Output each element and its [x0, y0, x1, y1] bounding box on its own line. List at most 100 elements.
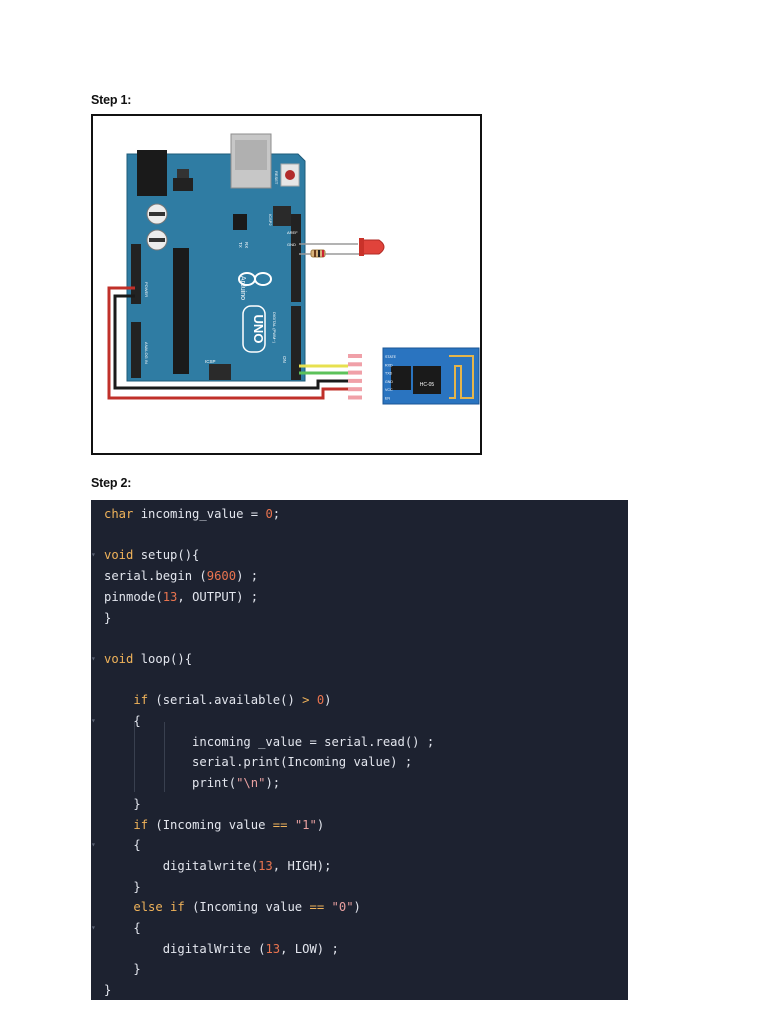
- code-token: , OUTPUT) ;: [177, 589, 259, 604]
- code-token: ): [316, 817, 325, 832]
- fold-icon[interactable]: ▾: [91, 550, 96, 560]
- code-token: {: [104, 714, 141, 728]
- code-line: ▾ {: [91, 712, 628, 730]
- code-line: [91, 671, 628, 689]
- code-token: [324, 900, 331, 914]
- module-pin-label: TXD: [385, 372, 393, 376]
- code-token: 13: [162, 589, 178, 604]
- code-line: digitalwrite(13, HIGH);: [91, 857, 628, 875]
- code-token: else if: [133, 900, 185, 915]
- code-block: char incoming_value = 0;▾void setup(){se…: [91, 500, 628, 1000]
- arduino-uno-board: UNO Arduino TX RX ON ICSP ICSP2 RESET AR…: [126, 133, 306, 382]
- code-text: {: [104, 712, 141, 730]
- code-token: (Incoming value: [148, 817, 273, 832]
- code-token: ==: [272, 817, 288, 832]
- code-text: digitalwrite(13, HIGH);: [104, 857, 332, 875]
- code-text: if (Incoming value == "1"): [104, 816, 324, 834]
- code-token: serial.print(Incoming value) ;: [104, 755, 413, 770]
- code-token: 13: [265, 941, 281, 956]
- code-line: ▾ void loop(){: [91, 650, 628, 668]
- code-token: digitalwrite(: [104, 858, 259, 873]
- code-token: );: [265, 776, 281, 791]
- board-analog-label: ANALOG IN: [144, 342, 149, 364]
- code-token: "0": [331, 900, 354, 915]
- code-token: print(: [104, 776, 237, 791]
- module-pin-label: VCC: [385, 388, 393, 392]
- code-text: digitalWrite (13, LOW) ;: [104, 940, 339, 958]
- code-line: }: [91, 795, 628, 813]
- code-token: 0: [265, 507, 273, 521]
- code-line: }: [91, 878, 628, 896]
- wiring: [107, 286, 348, 400]
- module-pin: [348, 395, 362, 400]
- code-token: , LOW) ;: [280, 941, 339, 956]
- code-token: ): [324, 693, 332, 708]
- code-token: {: [104, 921, 141, 935]
- module-pin-label: RXD: [385, 363, 393, 367]
- code-line: [91, 526, 628, 544]
- code-token: void: [104, 651, 134, 666]
- indent-guide: [164, 722, 165, 792]
- module-pin: [348, 370, 362, 375]
- module-pin-label: GND: [385, 380, 393, 384]
- board-digital-label: DIGITAL (PWM~): [272, 312, 277, 344]
- code-text: print("\n");: [104, 774, 280, 792]
- code-line: digitalWrite (13, LOW) ;: [91, 940, 628, 958]
- module-name-label: HC-05: [420, 382, 435, 388]
- code-text: }: [104, 960, 140, 978]
- code-text: }: [104, 878, 140, 896]
- code-token: "\n": [236, 776, 266, 791]
- board-icsp-label: ICSP: [205, 359, 216, 364]
- code-text: void setup(){: [104, 546, 199, 564]
- circuit-diagram: UNO Arduino TX RX ON ICSP ICSP2 RESET AR…: [91, 114, 482, 455]
- code-line: else if (Incoming value == "0"): [91, 898, 628, 916]
- code-token: }: [104, 983, 112, 998]
- code-text: serial.begin (9600) ;: [104, 567, 258, 585]
- fold-icon[interactable]: ▾: [91, 716, 96, 725]
- step2-heading: Step 2:: [91, 476, 132, 490]
- code-line: pinmode(13, OUTPUT) ;: [91, 588, 628, 606]
- code-line: [91, 629, 628, 647]
- code-text: {: [104, 836, 140, 854]
- code-token: if: [133, 817, 149, 832]
- board-gnd-label: GND: [287, 242, 296, 247]
- code-token: }: [104, 610, 112, 625]
- code-token: ) ;: [236, 569, 259, 584]
- code-token: setup(){: [133, 548, 200, 563]
- fold-icon[interactable]: ▾: [91, 923, 96, 932]
- step1-heading: Step 1:: [91, 93, 132, 107]
- code-token: "1": [294, 817, 317, 832]
- code-token: [104, 818, 133, 832]
- code-text: serial.print(Incoming value) ;: [104, 753, 412, 771]
- circuit-diagram-svg: UNO Arduino TX RX ON ICSP ICSP2 RESET AR…: [107, 133, 480, 405]
- code-token: 13: [258, 858, 273, 873]
- code-text: }: [104, 795, 140, 813]
- module-pin: [348, 387, 362, 392]
- module-pin: [348, 362, 362, 367]
- code-token: digitalWrite (: [104, 941, 266, 956]
- code-line: print("\n");: [91, 774, 628, 792]
- code-token: [104, 693, 133, 707]
- module-pin-label: STATE: [385, 355, 397, 359]
- module-pin: [348, 378, 362, 383]
- code-token: incoming_value =: [133, 507, 266, 521]
- code-token: char: [104, 507, 134, 521]
- code-token: [309, 693, 316, 707]
- code-text: }: [104, 981, 111, 999]
- code-token: pinmode(: [104, 589, 163, 604]
- board-power-label: POWER: [144, 282, 149, 297]
- indent-guide: [134, 722, 135, 792]
- board-brand-label: Arduino: [239, 276, 246, 300]
- code-line: if (Incoming value == "1"): [91, 816, 628, 834]
- code-line: if (serial.available() > 0): [91, 691, 628, 709]
- code-token: incoming _value = serial.read() ;: [104, 734, 435, 749]
- code-line: char incoming_value = 0;: [91, 505, 628, 523]
- fold-icon[interactable]: ▾: [91, 840, 96, 850]
- board-aref-label: AREF: [287, 230, 298, 235]
- code-token: void: [104, 548, 134, 563]
- fold-icon[interactable]: ▾: [91, 653, 96, 663]
- code-text: void loop(){: [104, 650, 192, 668]
- code-line: incoming _value = serial.read() ;: [91, 733, 628, 751]
- arduino-logo-icon: [238, 272, 272, 286]
